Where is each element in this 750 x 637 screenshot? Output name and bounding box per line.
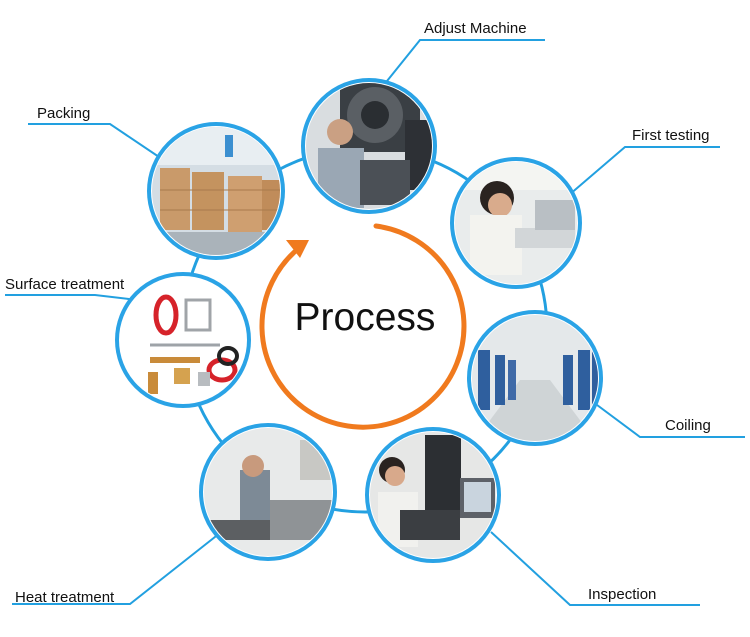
leader-lines [5,39,745,606]
photo-first-testing [450,157,582,289]
leader-packing [28,123,166,162]
photo-adjust-machine [301,78,437,214]
label-inspection: Inspection [588,586,657,603]
leader-inspection [490,531,700,606]
center-title: Process [294,296,436,339]
photo-coiling [467,310,603,446]
label-coiling: Coiling [665,417,711,434]
label-heat-treatment: Heat treatment [15,589,115,606]
photo-packing [147,122,285,260]
label-packing: Packing [37,105,91,122]
cycle-arrowhead [286,240,309,258]
cycle-arrow [259,223,467,430]
label-adjust-machine: Adjust Machine [424,20,527,37]
photo-inspection [365,427,501,563]
leader-first [561,146,720,202]
label-surface-treatment: Surface treatment [5,276,125,293]
leader-adjust [382,39,545,87]
label-first-testing: First testing [632,127,710,144]
leader-coiling [588,398,745,438]
leader-heat [12,532,221,605]
photo-heat-treatment [199,423,337,561]
leader-surface [5,294,138,301]
photo-surface-treatment [115,272,251,408]
